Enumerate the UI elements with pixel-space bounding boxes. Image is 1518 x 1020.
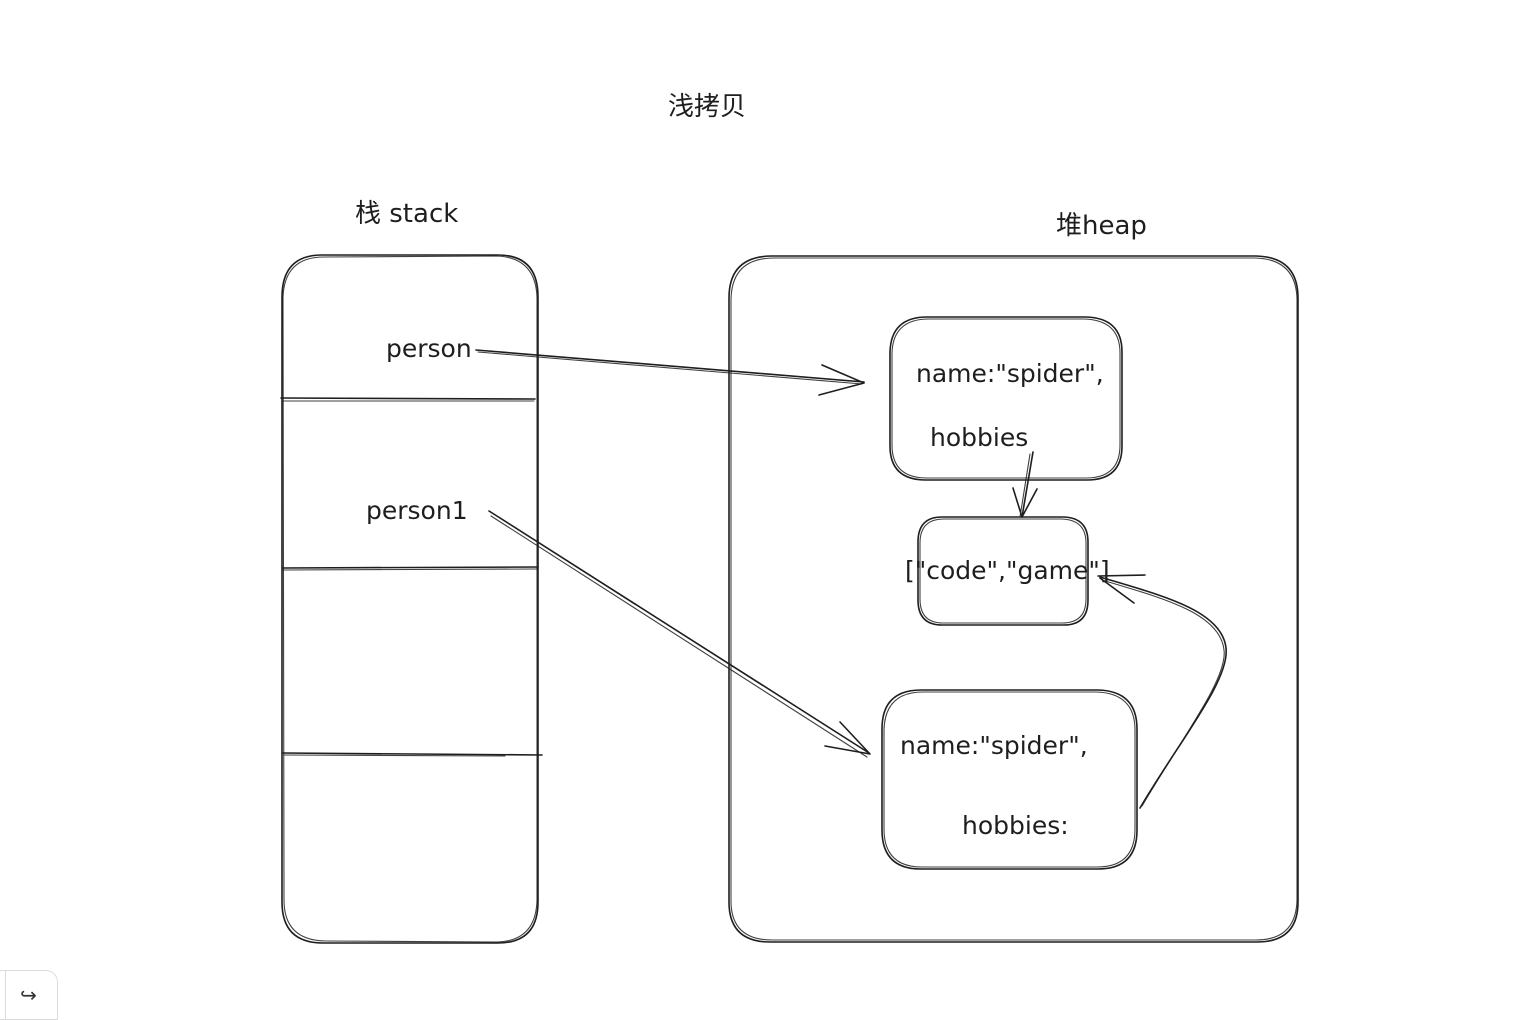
heap-object-1-hobbies: hobbies <box>930 423 1028 452</box>
stack-cell-person1[interactable]: person1 <box>366 496 468 525</box>
arrow-person1-to-object2[interactable] <box>488 510 871 758</box>
stack-divider-2 <box>282 566 539 571</box>
heap-array-text: ["code","game"] <box>905 556 1110 585</box>
toolbar-divider <box>5 971 6 1019</box>
heap-object-1-name: name:"spider", <box>916 359 1104 388</box>
redo-icon: ↪ <box>20 983 37 1007</box>
stack-container[interactable] <box>281 254 539 944</box>
stack-cell-person[interactable]: person <box>386 334 472 363</box>
stack-label: 栈 stack <box>355 199 458 229</box>
arrow-person-to-object1[interactable] <box>475 349 865 396</box>
diagram-title: 浅拷贝 <box>668 92 746 122</box>
arrow-hobbies-to-array[interactable] <box>1012 451 1038 518</box>
redo-button[interactable]: ↪ <box>0 970 58 1020</box>
stack-divider-3 <box>282 752 543 757</box>
heap-object-2[interactable] <box>881 689 1138 870</box>
heap-container[interactable] <box>728 255 1299 943</box>
arrow-object2-hobbies-to-array[interactable] <box>1097 574 1227 809</box>
heap-object-1[interactable] <box>889 316 1123 481</box>
heap-label: 堆heap <box>1056 211 1147 241</box>
heap-object-2-hobbies: hobbies: <box>962 811 1069 840</box>
heap-array[interactable] <box>917 516 1089 626</box>
heap-object-2-name: name:"spider", <box>900 731 1088 760</box>
stack-divider-1 <box>280 397 536 402</box>
